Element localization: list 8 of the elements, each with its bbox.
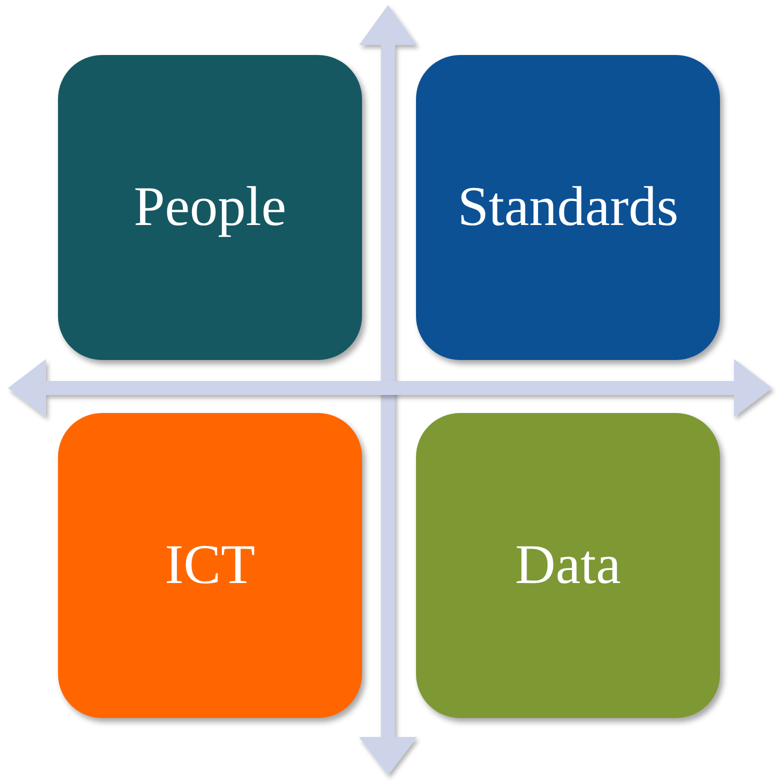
tile-label: Standards	[458, 176, 678, 238]
tile-label: Data	[515, 534, 621, 596]
quadrant-tile	[416, 413, 720, 718]
quadrant-tile	[58, 55, 362, 360]
tile-label: ICT	[164, 534, 256, 596]
tile-label: People	[134, 176, 286, 238]
quadrant-tile	[58, 413, 362, 718]
quadrant-tile	[416, 55, 720, 360]
